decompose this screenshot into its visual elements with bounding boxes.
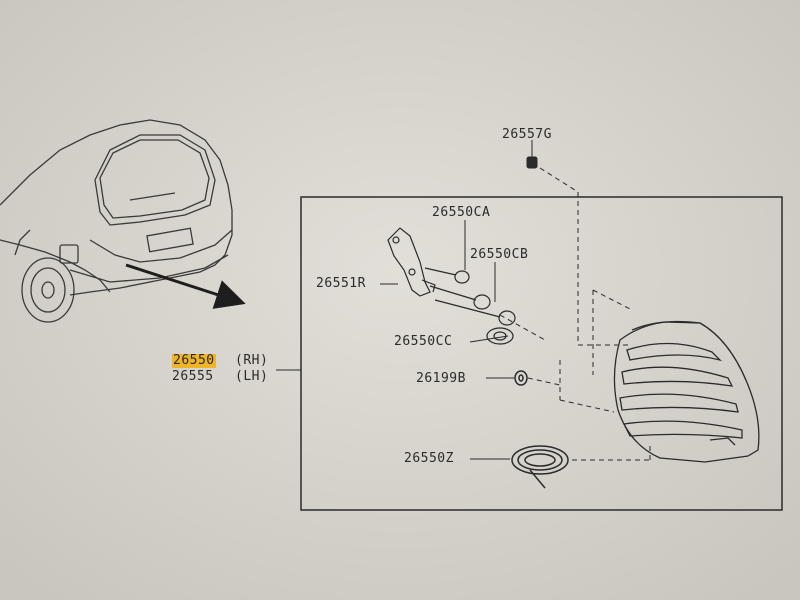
clip-26557g-drawing: [526, 156, 538, 169]
label-assembly-rh-number: 26550: [172, 353, 216, 368]
dashed-guides: [499, 167, 651, 461]
bulb-socket-bracket: [387, 227, 436, 297]
label-26557g: 26557G: [502, 127, 552, 142]
label-assembly-lh-number: 26555: [172, 369, 214, 384]
label-26550z: 26550Z: [404, 451, 454, 466]
label-26550ca: 26550CA: [432, 205, 491, 220]
label-26199b: 26199B: [416, 371, 466, 386]
label-26550cc: 26550CC: [394, 334, 453, 349]
assembly-box: [300, 196, 783, 511]
label-26551r: 26551R: [316, 276, 366, 291]
car-rear-illustration: [0, 119, 233, 323]
label-assembly-rh-side: (RH): [235, 353, 269, 368]
bulbs: [424, 267, 516, 345]
nut-drawing: [514, 370, 528, 386]
leader-lines: [276, 140, 533, 460]
gasket-drawing: [511, 445, 569, 489]
tail-lamp-drawing: [613, 320, 760, 463]
location-arrow: [125, 263, 246, 309]
label-assembly-lh-side: (LH): [235, 369, 269, 384]
label-26550cb: 26550CB: [470, 247, 529, 262]
